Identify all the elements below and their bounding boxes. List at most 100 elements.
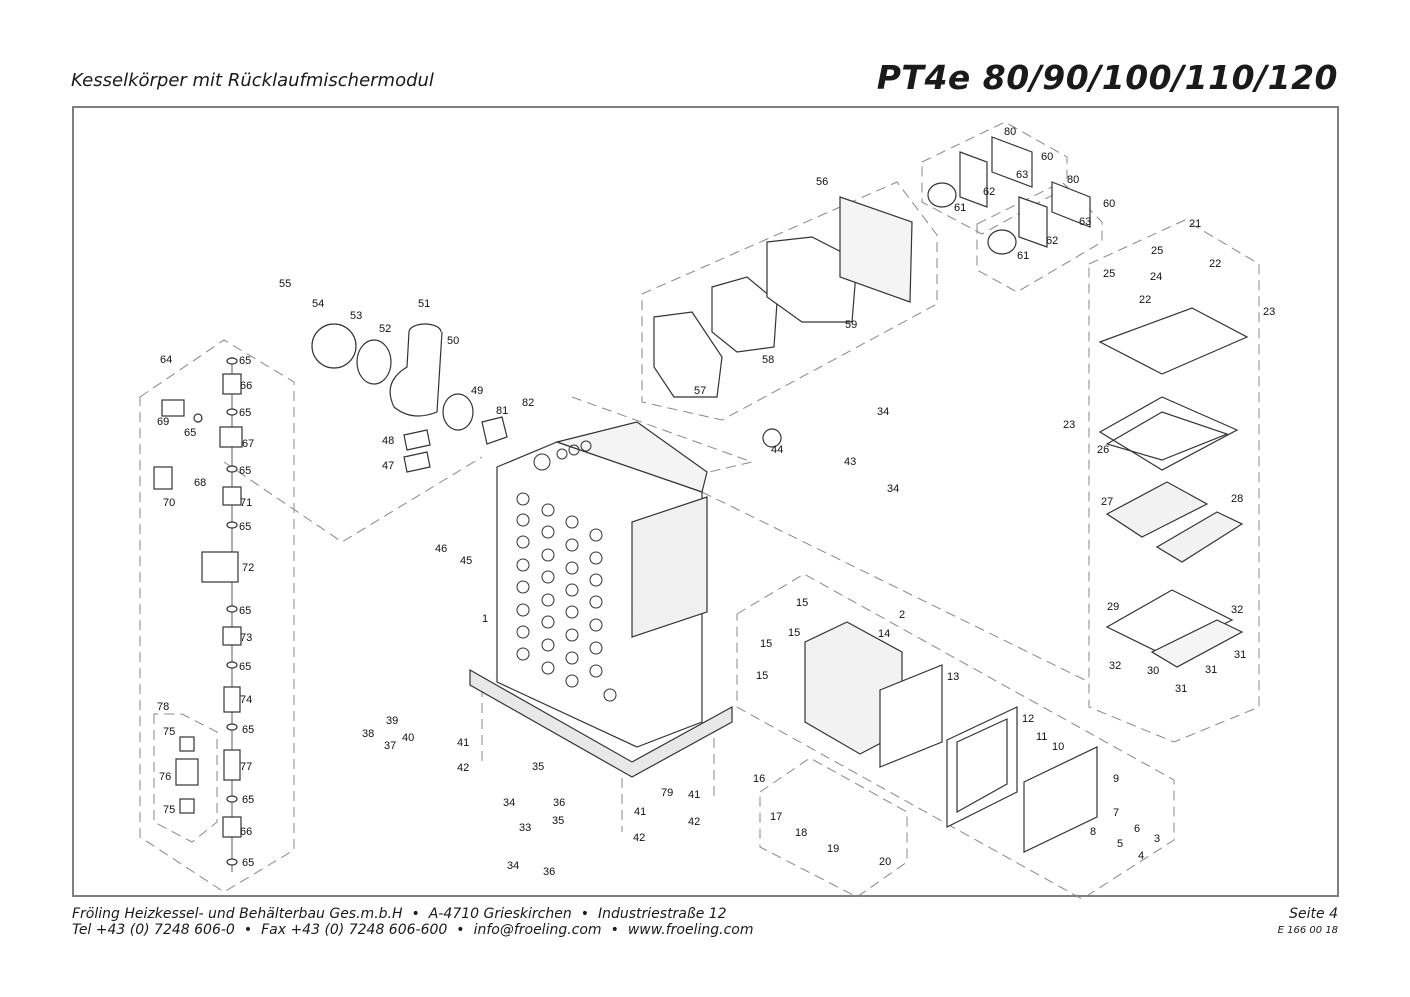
part-label-27: 27	[1101, 496, 1113, 508]
part-label-4: 4	[1138, 850, 1144, 862]
part-label-34c: 34	[503, 797, 515, 809]
group-outline-64	[139, 339, 295, 893]
part-label-76: 76	[159, 771, 171, 783]
part-label-31a: 31	[1234, 649, 1246, 661]
part-label-36a: 36	[553, 797, 565, 809]
part-label-2: 2	[899, 609, 905, 621]
part-label-61a: 61	[954, 202, 966, 214]
part-label-44: 44	[771, 444, 783, 456]
part-label-55: 55	[279, 278, 291, 290]
part-label-24: 24	[1150, 271, 1162, 283]
part-label-74: 74	[240, 694, 252, 706]
part-label-80b: 80	[1067, 174, 1079, 186]
part-label-78: 78	[157, 701, 169, 713]
part-label-25b: 25	[1103, 268, 1115, 280]
part-label-68: 68	[194, 477, 206, 489]
part-label-36b: 36	[543, 866, 555, 878]
part-label-1: 1	[482, 613, 488, 625]
part-label-65j: 65	[242, 857, 254, 869]
group-outline-56	[641, 181, 938, 421]
part-label-64: 64	[160, 354, 172, 366]
group-56-panels	[653, 196, 913, 398]
part-label-70: 70	[163, 497, 175, 509]
part-label-65i: 65	[242, 794, 254, 806]
part-label-66a: 66	[240, 380, 252, 392]
part-label-60a: 60	[1041, 151, 1053, 163]
group-60-plates	[927, 136, 1091, 255]
part-label-22b: 22	[1139, 294, 1151, 306]
part-label-17: 17	[770, 811, 782, 823]
part-label-13: 13	[947, 671, 959, 683]
group-outline-16	[759, 757, 908, 898]
exploded-view-diagram: 1 2 3 4 5 6 7 8 9 10 11 12 13 14 15 15 1…	[139, 121, 1275, 899]
part-label-30: 30	[1147, 665, 1159, 677]
part-label-53: 53	[350, 310, 362, 322]
part-label-19: 19	[827, 843, 839, 855]
part-label-67: 67	[242, 438, 254, 450]
part-label-3: 3	[1154, 833, 1160, 845]
group-outline-2	[736, 573, 1175, 899]
burner-assembly	[311, 323, 782, 473]
page-number: Seite 4	[1289, 906, 1338, 922]
leader-2	[701, 491, 1090, 683]
footer-email[interactable]: info@froeling.com	[473, 922, 602, 938]
part-label-49: 49	[471, 385, 483, 397]
part-label-63b: 63	[1079, 216, 1091, 228]
footer-contact: Tel +43 (0) 7248 606-0•Fax +43 (0) 7248 …	[72, 922, 754, 938]
part-label-15c: 15	[760, 638, 772, 650]
page-subtitle: Kesselkörper mit Rücklaufmischermodul	[71, 70, 434, 91]
part-label-31c: 31	[1175, 683, 1187, 695]
part-label-57: 57	[694, 385, 706, 397]
part-label-38: 38	[362, 728, 374, 740]
part-label-65f: 65	[239, 605, 251, 617]
part-labels: 1 2 3 4 5 6 7 8 9 10 11 12 13 14 15 15 1…	[157, 126, 1275, 878]
part-label-10: 10	[1052, 741, 1064, 753]
part-label-75a: 75	[163, 726, 175, 738]
part-label-32b: 32	[1109, 660, 1121, 672]
part-label-82: 82	[522, 397, 534, 409]
part-label-29: 29	[1107, 601, 1119, 613]
part-label-26: 26	[1097, 444, 1109, 456]
footer-fax: Fax +43 (0) 7248 606-600	[261, 922, 448, 938]
footer-web[interactable]: www.froeling.com	[627, 922, 754, 938]
part-label-75b: 75	[163, 804, 175, 816]
part-label-23a: 23	[1263, 306, 1275, 318]
part-label-8: 8	[1090, 826, 1096, 838]
part-label-80a: 80	[1004, 126, 1016, 138]
part-label-69: 69	[157, 416, 169, 428]
part-label-42b: 42	[633, 832, 645, 844]
part-label-50: 50	[447, 335, 459, 347]
boiler-body	[469, 421, 733, 778]
part-label-65h: 65	[242, 724, 254, 736]
part-label-54: 54	[312, 298, 324, 310]
part-label-56: 56	[816, 176, 828, 188]
part-label-28: 28	[1231, 493, 1243, 505]
part-label-41b: 41	[634, 806, 646, 818]
part-label-41a: 41	[457, 737, 469, 749]
part-label-62b: 62	[1046, 235, 1058, 247]
group-outline-78	[153, 713, 218, 843]
part-label-58: 58	[762, 354, 774, 366]
part-label-77: 77	[240, 761, 252, 773]
part-label-37: 37	[384, 740, 396, 752]
part-label-18: 18	[795, 827, 807, 839]
group-outline-21	[1088, 219, 1260, 743]
part-label-34d: 34	[507, 860, 519, 872]
part-label-31b: 31	[1205, 664, 1217, 676]
part-label-14: 14	[878, 628, 890, 640]
part-label-65g: 65	[239, 661, 251, 673]
part-label-65c: 65	[184, 427, 196, 439]
part-label-51: 51	[418, 298, 430, 310]
part-label-65e: 65	[239, 521, 251, 533]
part-label-46: 46	[435, 543, 447, 555]
part-label-32a: 32	[1231, 604, 1243, 616]
door-panels	[804, 621, 1098, 853]
part-label-16: 16	[753, 773, 765, 785]
pipe-assembly	[153, 357, 243, 872]
part-label-41c: 41	[688, 789, 700, 801]
part-label-7: 7	[1113, 807, 1119, 819]
part-label-73: 73	[240, 632, 252, 644]
footer-tel: Tel +43 (0) 7248 606-0	[72, 922, 235, 938]
part-label-62a: 62	[983, 186, 995, 198]
leader-64	[223, 456, 483, 543]
